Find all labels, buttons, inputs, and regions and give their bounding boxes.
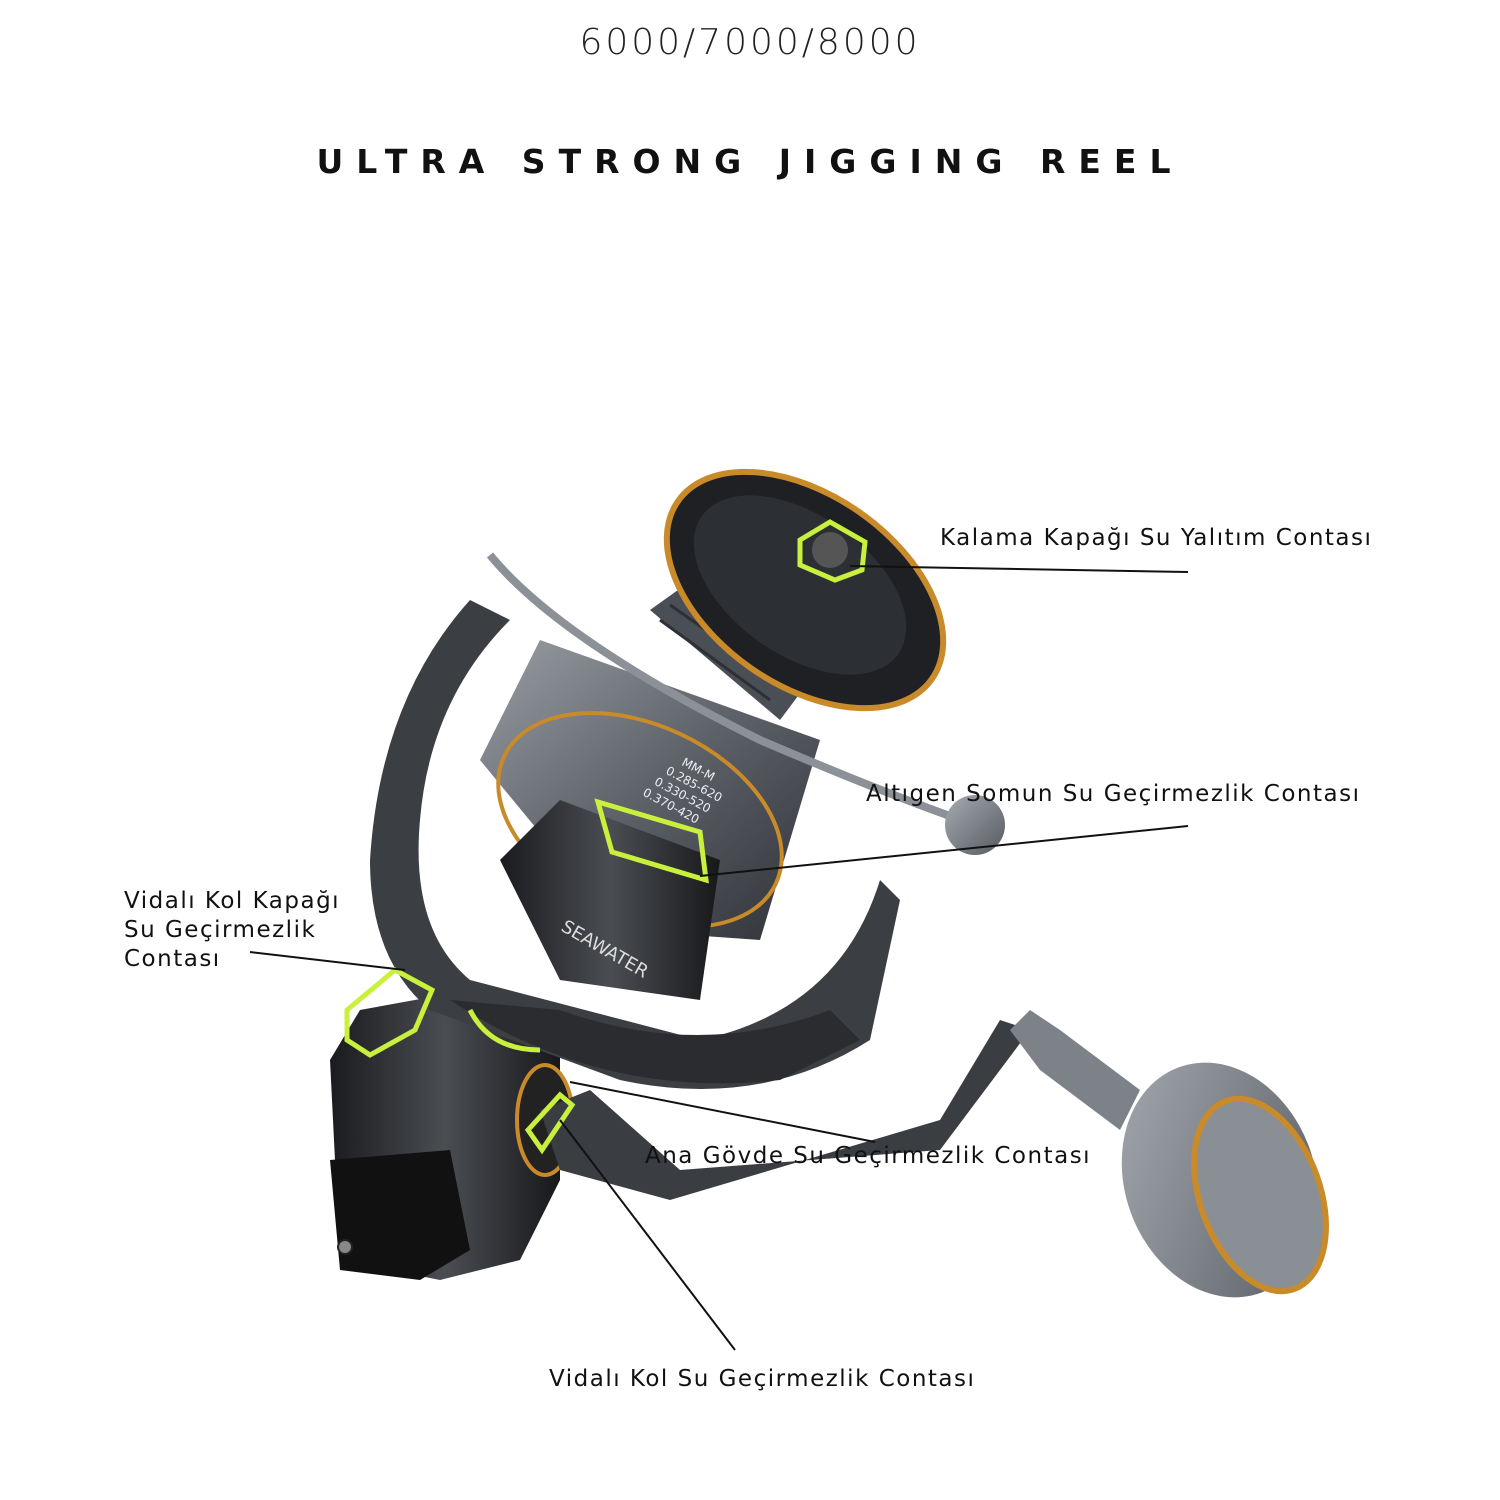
model-sizes: 6000/7000/8000	[579, 22, 921, 63]
seal-highlights	[344, 519, 868, 1155]
spool: SEAWATER MM-M 0.285-620 0.330-520 0.370-…	[480, 468, 947, 1000]
callout-drag-cap-seal: Kalama Kapağı Su Yalıtım Contası	[940, 525, 1373, 551]
product-title: ULTRA STRONG JIGGING REEL	[316, 142, 1184, 181]
callout-body-seal: Ana Gövde Su Geçirmezlik Contası	[645, 1143, 1092, 1169]
callout-line: Su Geçirmezlik	[124, 917, 317, 943]
line-roller	[945, 795, 1005, 855]
bail-wire	[486, 552, 992, 834]
handle-seal-highlight	[524, 1091, 576, 1155]
callout-line: Vidalı Kol Kapağı	[124, 888, 341, 914]
body-seal-highlight	[467, 1008, 541, 1053]
handle-arm	[540, 1010, 1329, 1298]
callout-handle-cap-seal: Vidalı Kol Kapağı Su Geçirmezlik Contası	[124, 887, 340, 974]
leader-lines	[249, 565, 1189, 1351]
callout-line: Contası	[124, 946, 221, 972]
drag-cap-seal-highlight	[797, 519, 868, 583]
handle-cap-seal-highlight	[344, 966, 436, 1058]
hex-nut-seal-highlight	[594, 798, 709, 884]
callout-handle-seal: Vidalı Kol Su Geçirmezlik Contası	[549, 1366, 976, 1392]
callout-hex-nut-seal: Altıgen Somun Su Geçirmezlik Contası	[866, 781, 1361, 807]
rotor-frame	[370, 600, 900, 1089]
